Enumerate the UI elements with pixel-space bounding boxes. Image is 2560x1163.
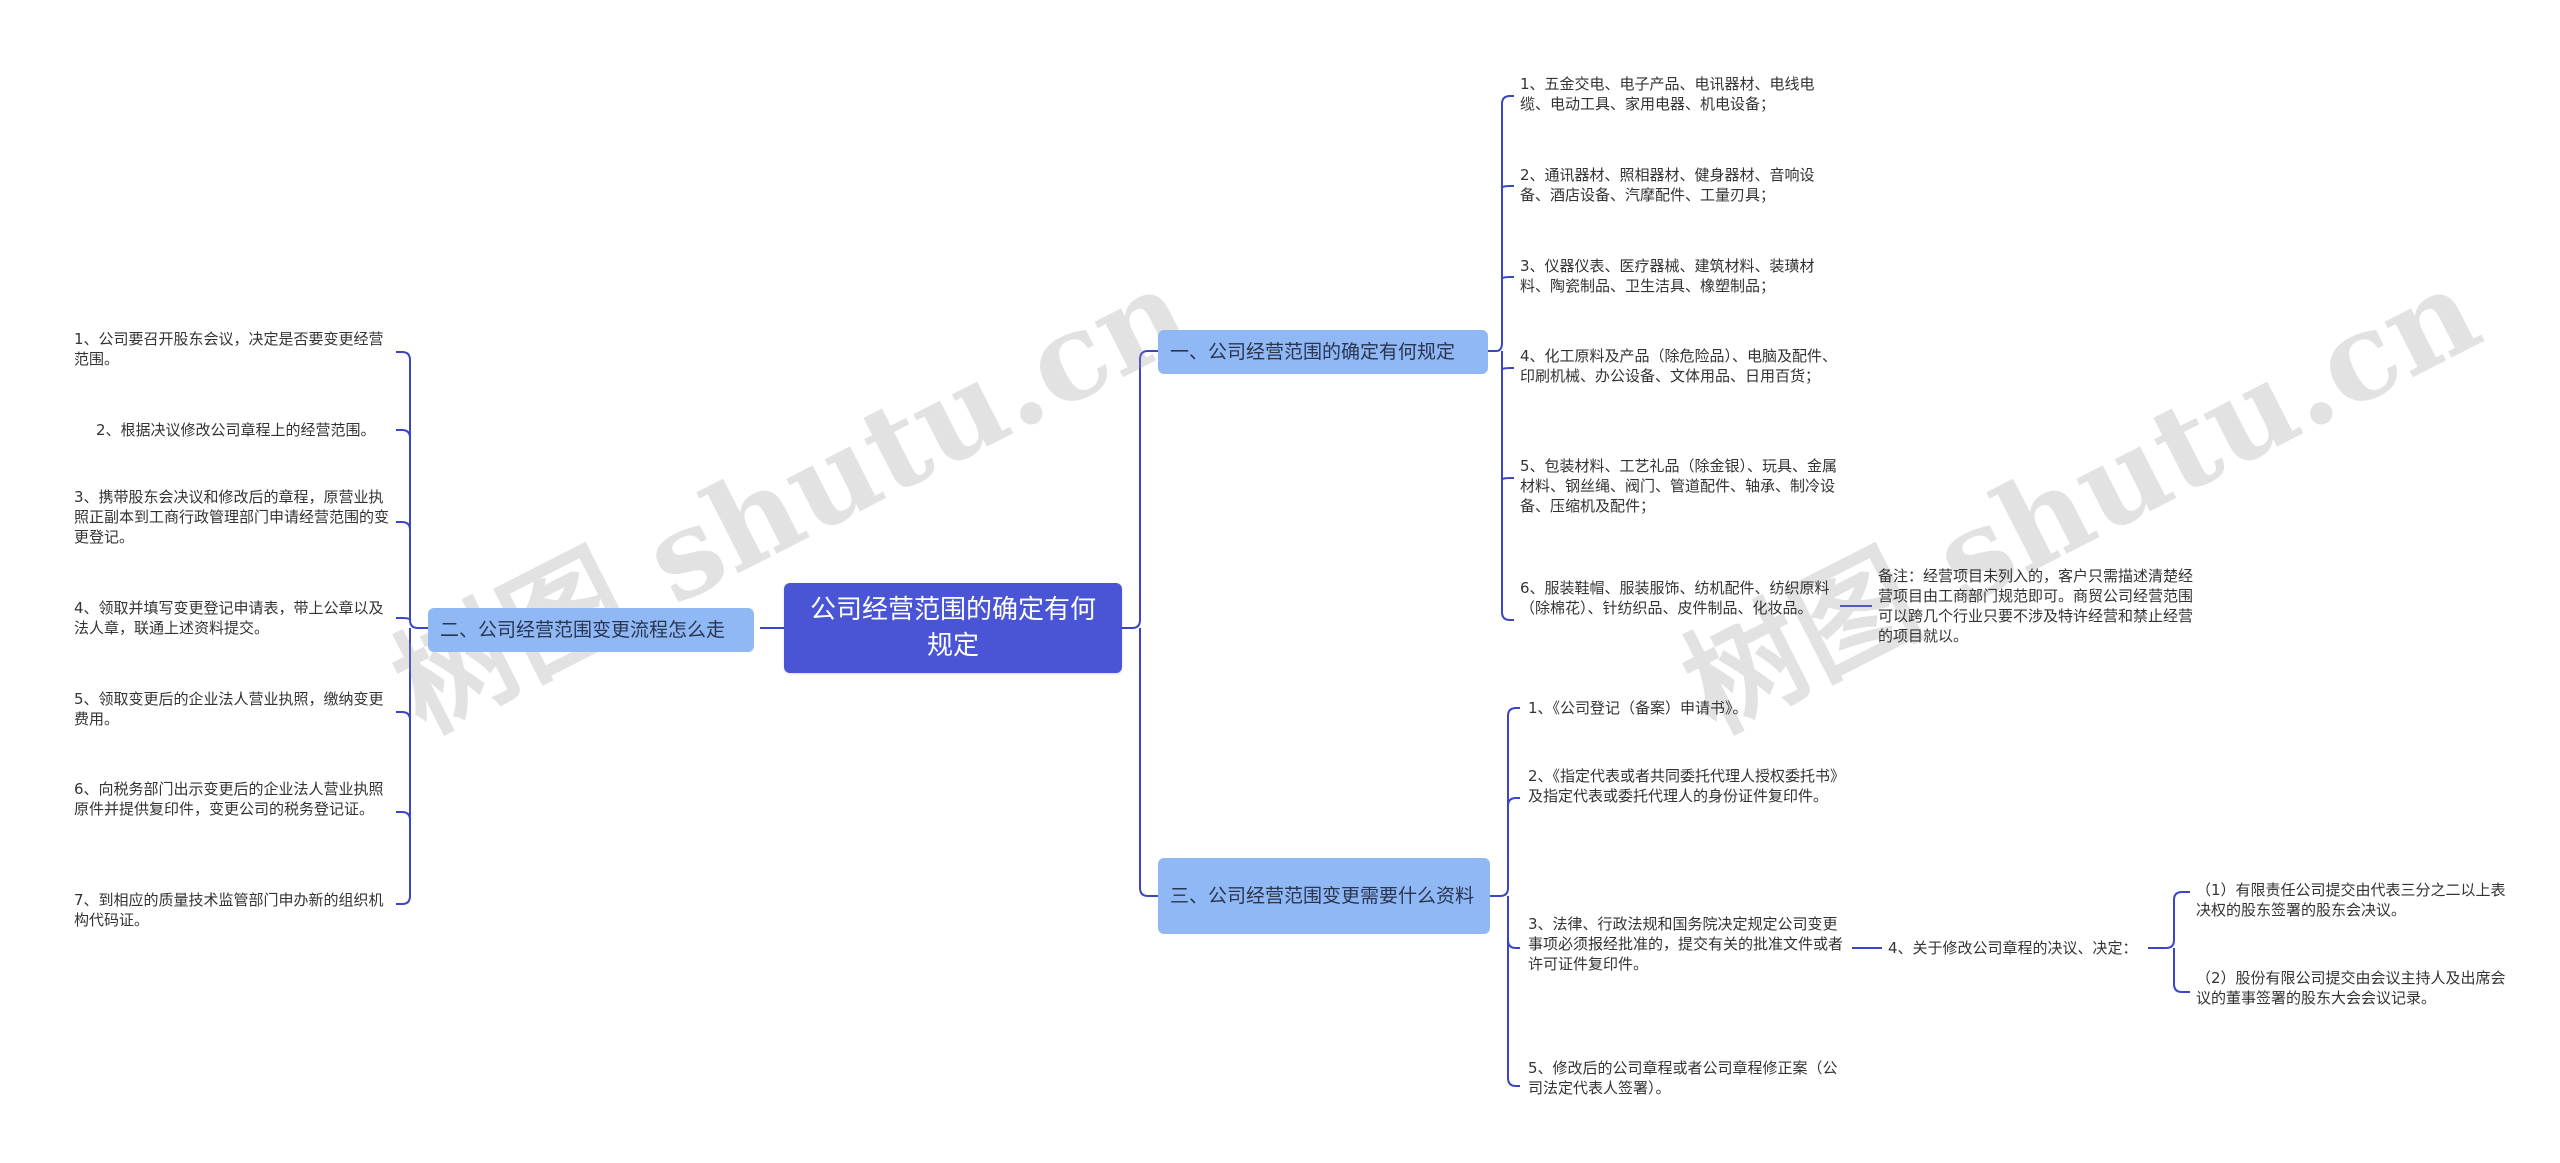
- sub-item[interactable]: 4、关于修改公司章程的决议、决定：: [1888, 939, 2138, 957]
- list-item[interactable]: （1）有限责任公司提交由代表三分之二以上表决权的股东签署的股东会决议。: [2196, 881, 2506, 919]
- list-item[interactable]: 1、公司要召开股东会议，决定是否要变更经营范围。: [74, 330, 384, 368]
- list-item[interactable]: 2、根据决议修改公司章程上的经营范围。: [96, 421, 376, 439]
- list-item[interactable]: 2、通讯器材、照相器材、健身器材、音响设备、酒店设备、汽摩配件、工量刃具；: [1520, 166, 1815, 204]
- list-item[interactable]: 3、法律、行政法规和国务院决定规定公司变更事项必须报经批准的，提交有关的批准文件…: [1528, 915, 1844, 973]
- root-title: 公司经营范围的确定有何规定: [809, 595, 1096, 661]
- list-item[interactable]: 4、领取并填写变更登记申请表，带上公章以及法人章，联通上述资料提交。: [74, 599, 384, 637]
- branch-label: 一、公司经营范围的确定有何规定: [1170, 341, 1456, 363]
- list-item[interactable]: 5、包装材料、工艺礼品（除金银）、玩具、金属材料、钢丝绳、阀门、管道配件、轴承、…: [1520, 457, 1838, 515]
- list-item[interactable]: 5、领取变更后的企业法人营业执照，缴纳变更费用。: [74, 690, 384, 728]
- list-item[interactable]: 1、五金交电、电子产品、电讯器材、电线电缆、电动工具、家用电器、机电设备；: [1520, 75, 1815, 113]
- list-item[interactable]: 3、携带股东会决议和修改后的章程，原营业执照正副本到工商行政管理部门申请经营范围…: [74, 488, 390, 546]
- list-item[interactable]: 3、仪器仪表、医疗器械、建筑材料、装璜材料、陶瓷制品、卫生洁具、橡塑制品；: [1520, 257, 1815, 295]
- list-item[interactable]: 5、修改后的公司章程或者公司章程修正案（公司法定代表人签署）。: [1528, 1059, 1838, 1097]
- branch-node-change-materials[interactable]: 三、公司经营范围变更需要什么资料: [1158, 858, 1490, 934]
- list-item[interactable]: 2、《指定代表或者共同委托代理人授权委托书》及指定代表或委托代理人的身份证件复印…: [1528, 767, 1846, 805]
- branch-node-scope-rules[interactable]: 一、公司经营范围的确定有何规定: [1158, 330, 1488, 374]
- branch-label: 二、公司经营范围变更流程怎么走: [440, 619, 726, 641]
- branch-node-change-process[interactable]: 二、公司经营范围变更流程怎么走: [428, 608, 754, 652]
- list-item[interactable]: （2）股份有限公司提交由会议主持人及出席会议的董事签署的股东大会会议记录。: [2196, 969, 2506, 1007]
- list-item[interactable]: 1、《公司登记（备案）申请书》。: [1528, 699, 1748, 717]
- list-item[interactable]: 6、向税务部门出示变更后的企业法人营业执照原件并提供复印件，变更公司的税务登记证…: [74, 780, 384, 818]
- list-item[interactable]: 4、化工原料及产品（除危险品）、电脑及配件、印刷机械、办公设备、文体用品、日用百…: [1520, 347, 1838, 385]
- branch-label: 三、公司经营范围变更需要什么资料: [1170, 885, 1475, 907]
- note-item[interactable]: 备注：经营项目未列入的，客户只需描述清楚经营项目由工商部门规范即可。商贸公司经营…: [1878, 567, 2194, 645]
- list-item[interactable]: 7、到相应的质量技术监管部门申办新的组织机构代码证。: [74, 891, 384, 929]
- root-node[interactable]: 公司经营范围的确定有何规定: [784, 583, 1122, 673]
- list-item[interactable]: 6、服装鞋帽、服装服饰、纺机配件、纺织原料（除棉花）、针纺织品、皮件制品、化妆品…: [1520, 579, 1830, 617]
